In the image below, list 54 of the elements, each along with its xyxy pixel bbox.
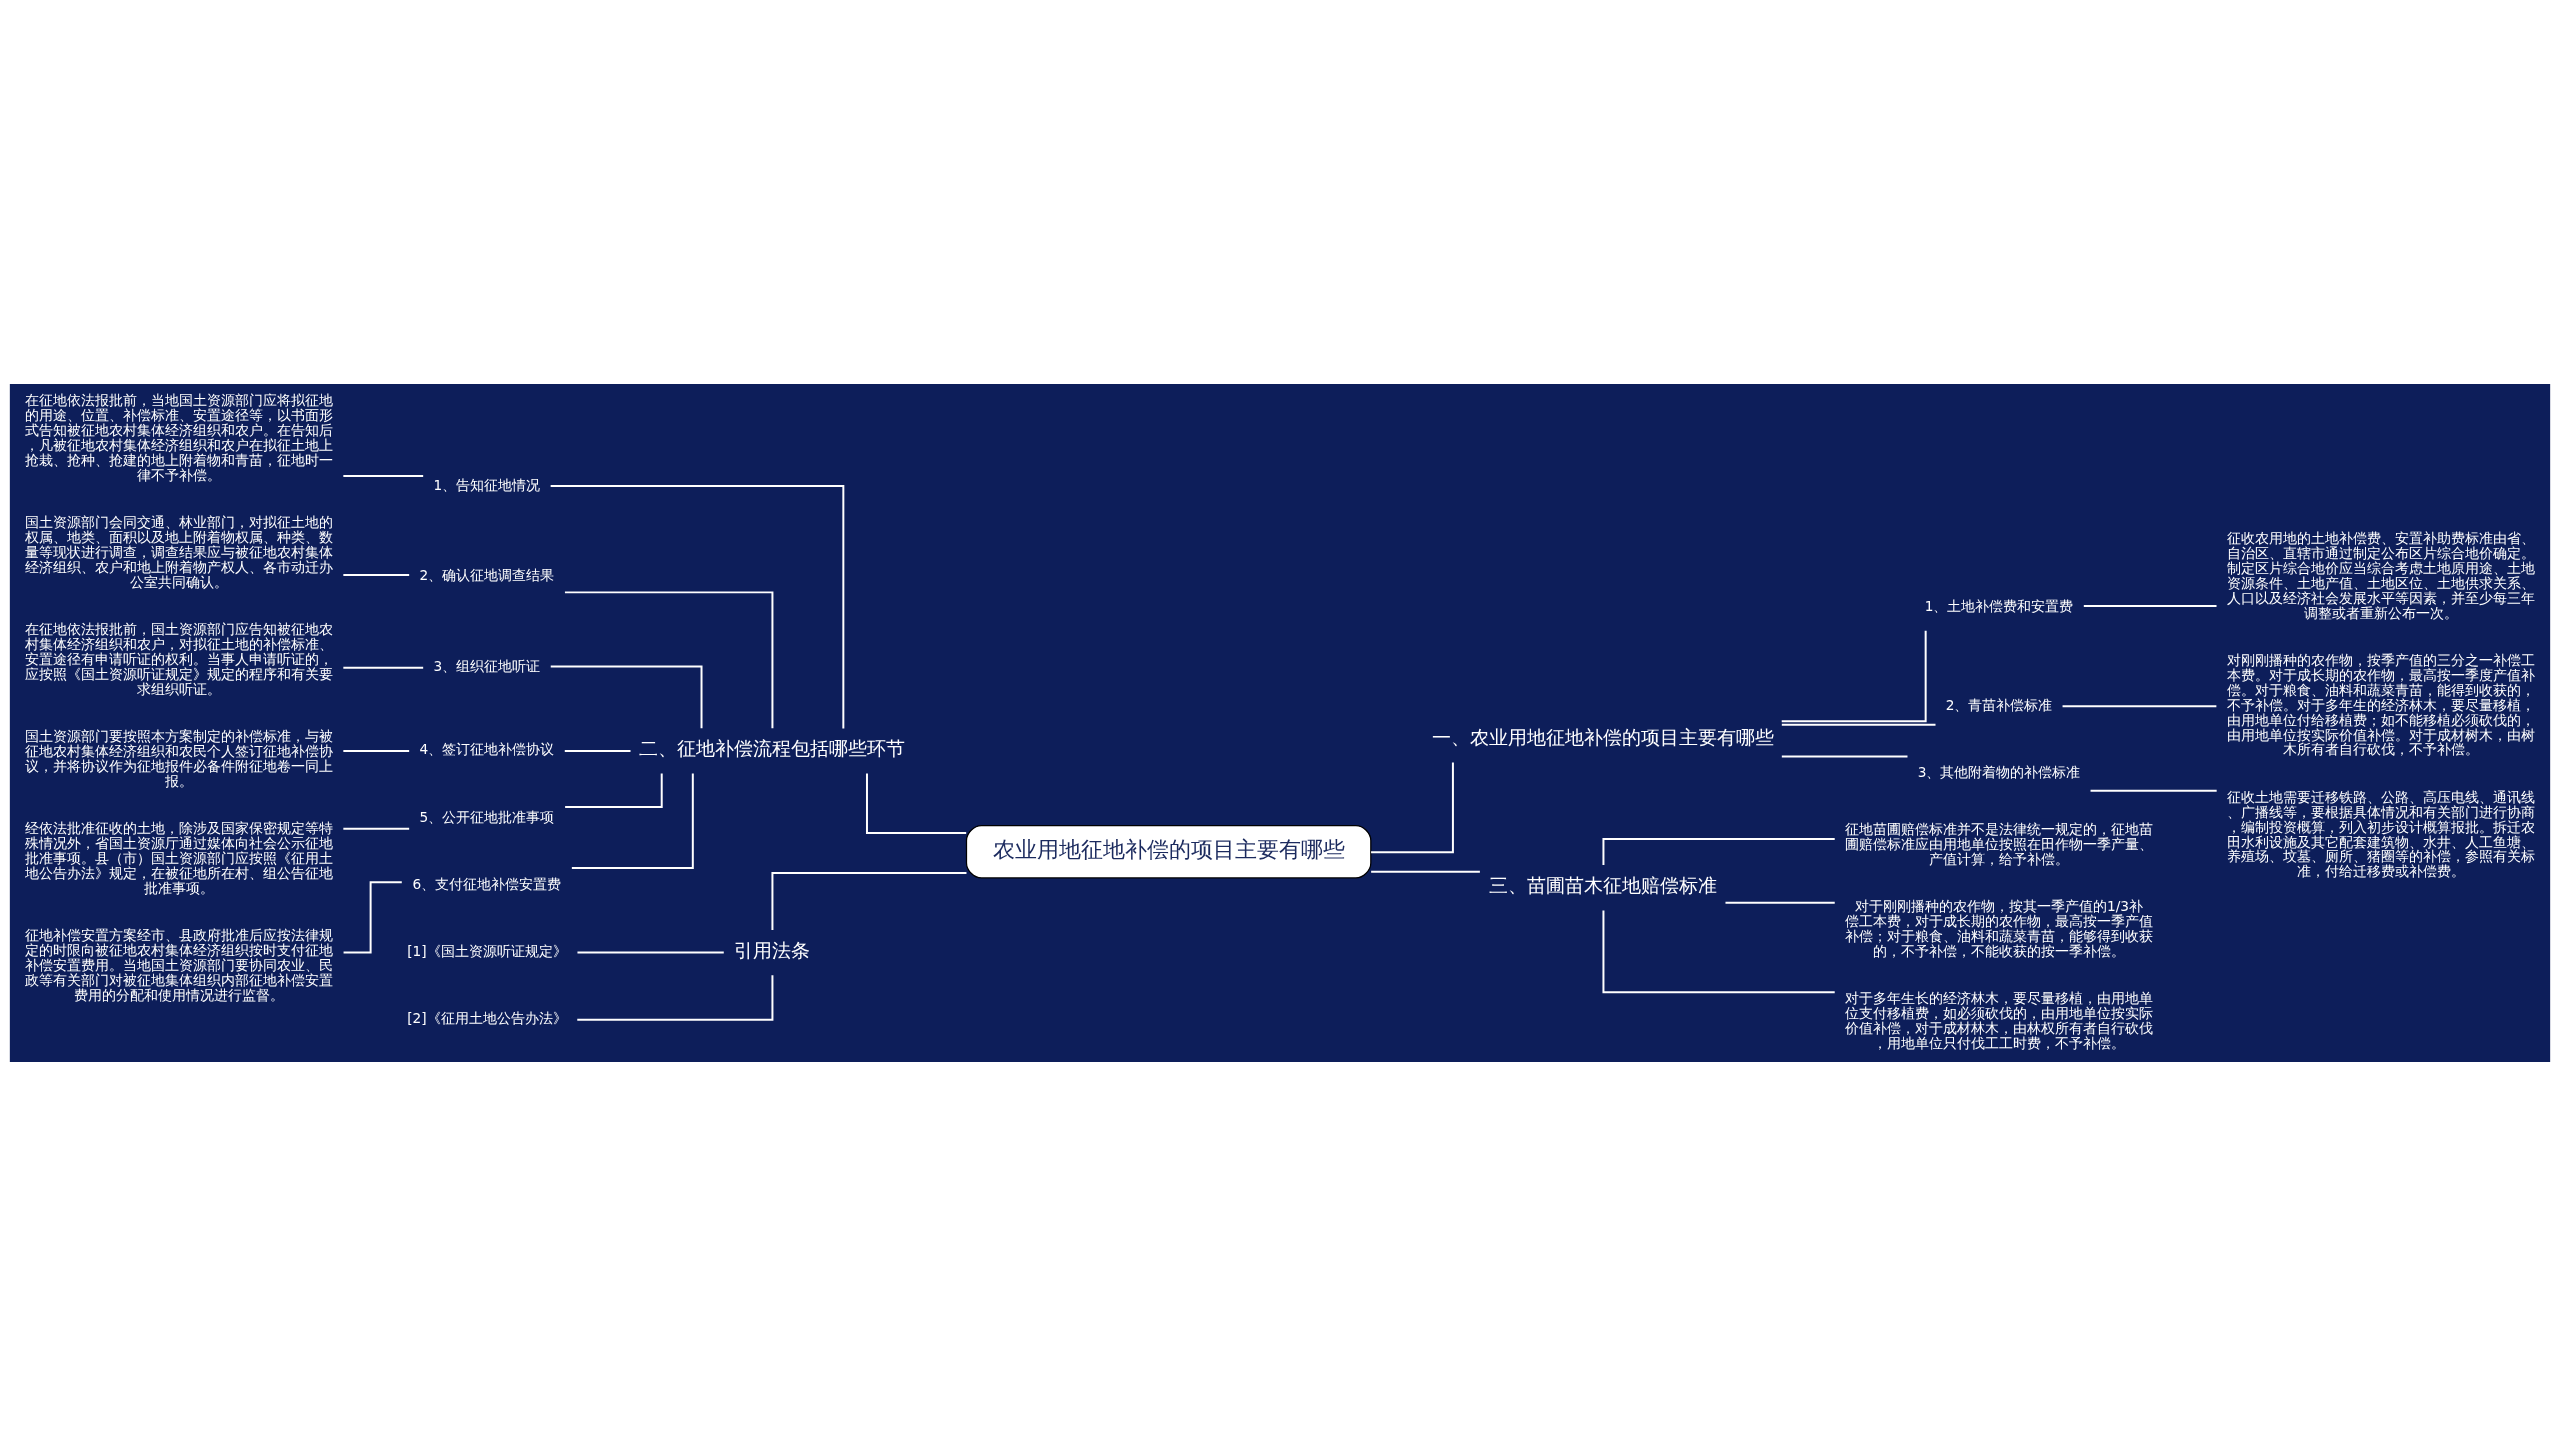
connector [342, 827, 411, 830]
node-text: 一、农业用地征地补偿的项目主要有哪些 [1431, 726, 1774, 748]
node-text: 4、签订征地补偿协议 [419, 740, 555, 757]
connector [563, 749, 632, 752]
node-text: 征地补偿安置方案经市、县政府批准后应按法律规定的时限向被征地农村集体经济组织按时支付征地补偿安置费用。当地国土资源部门要协同农业、民政等有关部门对被征地集体组织内部征地补偿安置费用的分配和使用情况进行监督。 [25, 926, 334, 1003]
node-text: 征地苗圃赔偿标准并不是法律统一规定的，征地苗圃赔偿标准应由用地单位按照在田作物一季产量、产值计算，给予补偿。 [1845, 820, 2154, 867]
connector [342, 666, 425, 669]
node-text: 5、公开征地批准事项 [419, 808, 555, 825]
node-text: 2、确认征地调查结果 [419, 566, 555, 583]
connector [1602, 837, 1836, 866]
node-text: 经依法批准征收的土地，除涉及国家保密规定等特殊情况外，省国土资源厅通过媒体向社会公示征地批准事项。县（市）国土资源部门应按照《征用土地公告办法》规定，在被征地所在村、组公告征地批准事项。 [25, 819, 334, 896]
node-text: 二、征地补偿流程包括哪些环节 [638, 737, 905, 759]
connector [576, 973, 774, 1021]
node-text: 1、土地补偿费和安置费 [1924, 597, 2074, 614]
node-text: 6、支付征地补偿安置费 [412, 875, 562, 892]
connector [576, 951, 725, 953]
connector [564, 771, 663, 808]
node-text: 对于刚刚播种的农作物，按其一季产值的1/3补偿工本费，对于成长期的农作物，最高按一季产值补偿；对于粮食、油料和蔬菜青苗，能够得到收获的，不予补偿，不能收获的按一季补偿。 [1845, 897, 2154, 959]
node-text: 对刚刚播种的农作物，按季产值的三分之一补偿工本费。对于成长期的农作物，最高按一季度产值补偿。对于粮食、油料和蔬菜青苗，能得到收获的，不予补偿。对于多年生的经济林木，要尽量移植，由用地单位付给移植费；如不能移植必须砍伐的，由用地单位按实际价值补偿。对于成材树木，由树木所有者自行砍伐，不予补偿。 [2226, 651, 2535, 757]
connector [549, 664, 703, 729]
connector [2061, 704, 2218, 707]
connector [570, 772, 694, 869]
connector [342, 749, 411, 752]
node-text: 对于多年生长的经济林木，要尽量移植，由用地单位支付移植费，如必须砍伐的，由用地单位按实际价值补偿，对于成材林木，由林权所有者自行砍伐，用地单位只付伐工工时费，不予补偿。 [1845, 989, 2154, 1051]
connector [866, 771, 968, 834]
node-text: 国土资源部门要按照本方案制定的补偿标准，与被征地农村集体经济组织和农民个人签订征地补偿协议，并将协议作为征地报件必备件附征地卷一同上报。 [25, 727, 334, 789]
node-text: 3、组织征地听证 [433, 657, 541, 674]
connector [1780, 629, 1927, 722]
node-text: 在征地依法报批前，当地国土资源部门应将拟征地的用途、位置、补偿标准、安置途径等，以书面形式告知被征地农村集体经济组织和农户。在告知后，凡被征地农村集体经济组织和农户在拟征土地上抢栽、抢种、抢建的地上附着物和青苗，征地时一律不予补偿。 [25, 391, 334, 483]
connector [1602, 909, 1836, 993]
node-box: 农业用地征地补偿的项目主要有哪些 [965, 824, 1372, 878]
node-text: 在征地依法报批前，国土资源部门应告知被征地农村集体经济组织和农户，对拟征土地的补偿标准、安置途径有申请听证的权利。当事人申请听证的，应按照《国土资源听证规定》规定的程序和有关要求组织听证。 [25, 620, 334, 697]
node-text: 2、青苗补偿标准 [1945, 696, 2053, 713]
node-text: 3、其他附着物的补偿标准 [1917, 763, 2081, 780]
node-text: 征收土地需要迁移铁路、公路、高压电线、通讯线、广播线等，要根据具体情况和有关部门进行协商，编制投资概算，列入初步设计概算报批。拆迁农田水利设施及其它配套建筑物、水井、人工鱼塘、养殖场、坟墓、厕所、猪圈等的补偿，参照有关标准，付给迁移费或补偿费。 [2226, 788, 2535, 879]
node-text: 引用法条 [733, 939, 810, 961]
connector [1724, 901, 1836, 904]
connector [342, 573, 411, 576]
connector [1370, 761, 1454, 853]
connector [2082, 604, 2218, 607]
connector [563, 590, 774, 729]
node-text: [2]《征用土地公告办法》 [407, 1009, 567, 1026]
connector [1780, 723, 1937, 726]
node-text: 1、告知征地情况 [433, 475, 541, 492]
connector [1780, 755, 1909, 758]
node-text: 征收农用地的土地补偿费、安置补助费标准由省、自治区、直辖市通过制定公布区片综合地价确定。制定区片综合地价应当综合考虑土地原用途、土地资源条件、土地产值、土地区位、土地供求关系、人口以及经济社会发展水平等因素，并至少每三年调整或者重新公布一次。 [2226, 529, 2535, 621]
connector [549, 484, 845, 729]
node-text: 国土资源部门会同交通、林业部门，对拟征土地的权属、地类、面积以及地上附着物权属、种类、数量等现状进行调查，调查结果应与被征地农村集体经济组织、农户和地上附着物产权人、各市动迁办公室共同确认。 [25, 513, 334, 590]
node-text: 三、苗圃苗木征地赔偿标准 [1488, 874, 1717, 896]
connector [771, 871, 968, 931]
connector [342, 474, 425, 477]
connector [2089, 789, 2218, 792]
connector [1370, 870, 1481, 873]
node-text: [1]《国土资源听证规定》 [407, 942, 567, 959]
